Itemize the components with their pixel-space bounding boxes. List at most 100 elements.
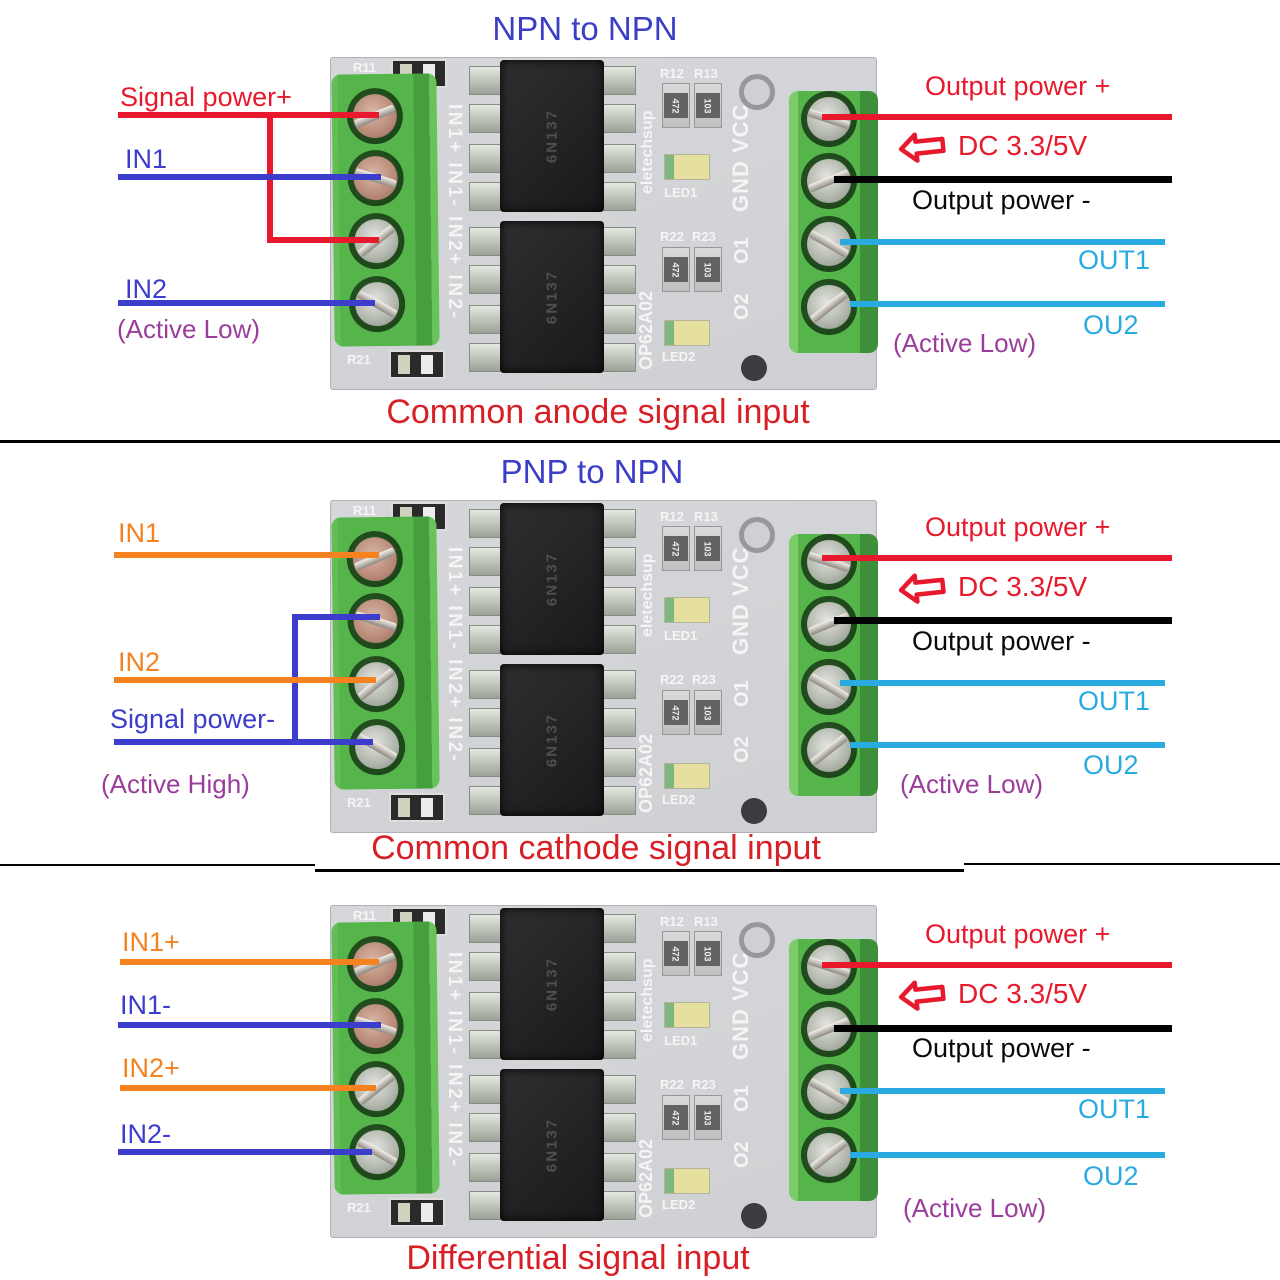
pcb-module: R11 R21 IN1+ IN1- IN2+ IN2- eletechsup O… <box>330 57 878 390</box>
chip-marking: 6N137 <box>543 1117 561 1173</box>
wire-output-power-minus <box>834 1025 1172 1032</box>
terminal-screw-out1 <box>801 659 857 715</box>
silkscreen-led1: LED1 <box>664 628 698 643</box>
wire-out1 <box>840 680 1165 686</box>
wire-out2 <box>850 301 1165 307</box>
label-active-low-right: (Active Low) <box>903 1193 1047 1223</box>
label-out1: OUT1 <box>1078 1094 1151 1124</box>
silkscreen-r13: R13 <box>694 66 718 81</box>
wire-out2 <box>850 742 1165 748</box>
resistor-r12: 472 <box>662 931 690 976</box>
output-terminal-block <box>789 91 878 353</box>
silkscreen-r21: R21 <box>347 1200 371 1215</box>
label-output-power-plus: Output power + <box>925 71 1111 101</box>
resistor-r22: 472 <box>662 247 690 292</box>
resistor-r23: 103 <box>694 247 722 292</box>
section-divider-2-right <box>964 863 1280 865</box>
wire-in1 <box>114 552 379 558</box>
label-dc-voltage: DC 3.3/5V <box>958 130 1088 161</box>
wire-output-power-plus <box>822 114 1172 120</box>
terminal-screw-vcc <box>801 534 857 590</box>
wire-output-power-minus <box>834 617 1172 624</box>
silkscreen-r23: R23 <box>692 229 716 244</box>
label-in1: IN1 <box>118 518 161 548</box>
terminal-screw-out2 <box>801 279 857 335</box>
mounting-hole-top <box>739 517 775 553</box>
wire-output-power-plus <box>822 962 1172 968</box>
label-signal-power-plus: Signal power+ <box>120 82 292 112</box>
label-out2: OU2 <box>1083 1161 1139 1191</box>
wire-in2-minus <box>118 1149 372 1155</box>
silkscreen-r22: R22 <box>660 1077 684 1092</box>
label-output-power-minus: Output power - <box>912 626 1091 656</box>
silkscreen-r12: R12 <box>660 509 684 524</box>
led2-component <box>664 763 710 789</box>
label-out2: OU2 <box>1083 310 1139 340</box>
wire-signal-power-plus-branch <box>267 237 379 243</box>
silkscreen-r23: R23 <box>692 672 716 687</box>
silkscreen-o2: O2 <box>731 1141 753 1168</box>
mounting-hole-bottom <box>741 798 767 824</box>
optocoupler-chip-1: 6N137 <box>469 60 636 213</box>
resistor-r12: 472 <box>662 83 690 128</box>
chip-marking: 6N137 <box>543 956 561 1012</box>
label-output-power-minus: Output power - <box>912 1033 1091 1063</box>
label-out2: OU2 <box>1083 750 1139 780</box>
silkscreen-r11: R11 <box>353 908 377 923</box>
silkscreen-led1: LED1 <box>664 185 698 200</box>
wire-output-power-plus <box>822 555 1172 561</box>
resistor-r13: 103 <box>694 931 722 976</box>
mounting-hole-top <box>739 74 775 110</box>
output-terminal-block <box>789 534 878 796</box>
mounting-hole-bottom <box>741 1203 767 1229</box>
optocoupler-chip-1: 6N137 <box>469 503 636 656</box>
label-in1-minus: IN1- <box>120 990 172 1020</box>
silkscreen-led1: LED1 <box>664 1033 698 1048</box>
silkscreen-r22: R22 <box>660 672 684 687</box>
output-terminal-block <box>789 939 878 1201</box>
silkscreen-model: OP62A02 <box>636 1138 656 1218</box>
resistor-r22: 472 <box>662 1095 690 1140</box>
pcb-board: R11 R21 IN1+ IN1- IN2+ IN2- eletechsup O… <box>330 57 878 390</box>
resistor-network-r21 <box>389 1198 445 1227</box>
label-active-high-left: (Active High) <box>101 769 250 799</box>
optocoupler-chip-1: 6N137 <box>469 908 636 1061</box>
label-dc-voltage: DC 3.3/5V <box>958 571 1088 602</box>
silkscreen-led2: LED2 <box>662 349 696 364</box>
optocoupler-chip-2: 6N137 <box>469 221 636 374</box>
label-in1: IN1 <box>125 144 168 174</box>
silkscreen-r21: R21 <box>347 795 371 810</box>
optocoupler-chip-2: 6N137 <box>469 1069 636 1222</box>
wire-in1-plus <box>120 959 379 965</box>
label-in2: IN2 <box>118 647 161 677</box>
silkscreen-r12: R12 <box>660 914 684 929</box>
wire-out1 <box>840 1088 1165 1094</box>
resistor-r22: 472 <box>662 690 690 735</box>
dc-arrow-icon <box>898 980 946 1011</box>
wire-in2 <box>118 300 375 306</box>
wire-in2 <box>114 677 376 683</box>
wire-out1 <box>840 239 1165 245</box>
wire-signal-power-plus <box>118 112 379 118</box>
label-in1-plus: IN1+ <box>122 927 180 957</box>
silkscreen-r11: R11 <box>353 60 377 75</box>
resistor-r23: 103 <box>694 1095 722 1140</box>
pcb-module: R11 R21 IN1+ IN1- IN2+ IN2- eletechsup O… <box>330 500 878 833</box>
terminal-screw-gnd <box>801 596 857 652</box>
silkscreen-brand: eletechsup <box>639 958 656 1042</box>
terminal-screw-out2 <box>801 1127 857 1183</box>
wire-signal-power-minus <box>114 739 373 745</box>
label-in2: IN2 <box>125 274 168 304</box>
silkscreen-r12: R12 <box>660 66 684 81</box>
wire-in2-plus <box>120 1085 376 1091</box>
section-title: PNP to NPN <box>500 453 684 490</box>
section-caption: Common cathode signal input <box>371 829 821 867</box>
led1-component <box>664 1002 710 1028</box>
led1-component <box>664 597 710 623</box>
silkscreen-input-pins: IN1+ IN1- IN2+ IN2- <box>444 952 465 1169</box>
led2-component <box>664 1168 710 1194</box>
